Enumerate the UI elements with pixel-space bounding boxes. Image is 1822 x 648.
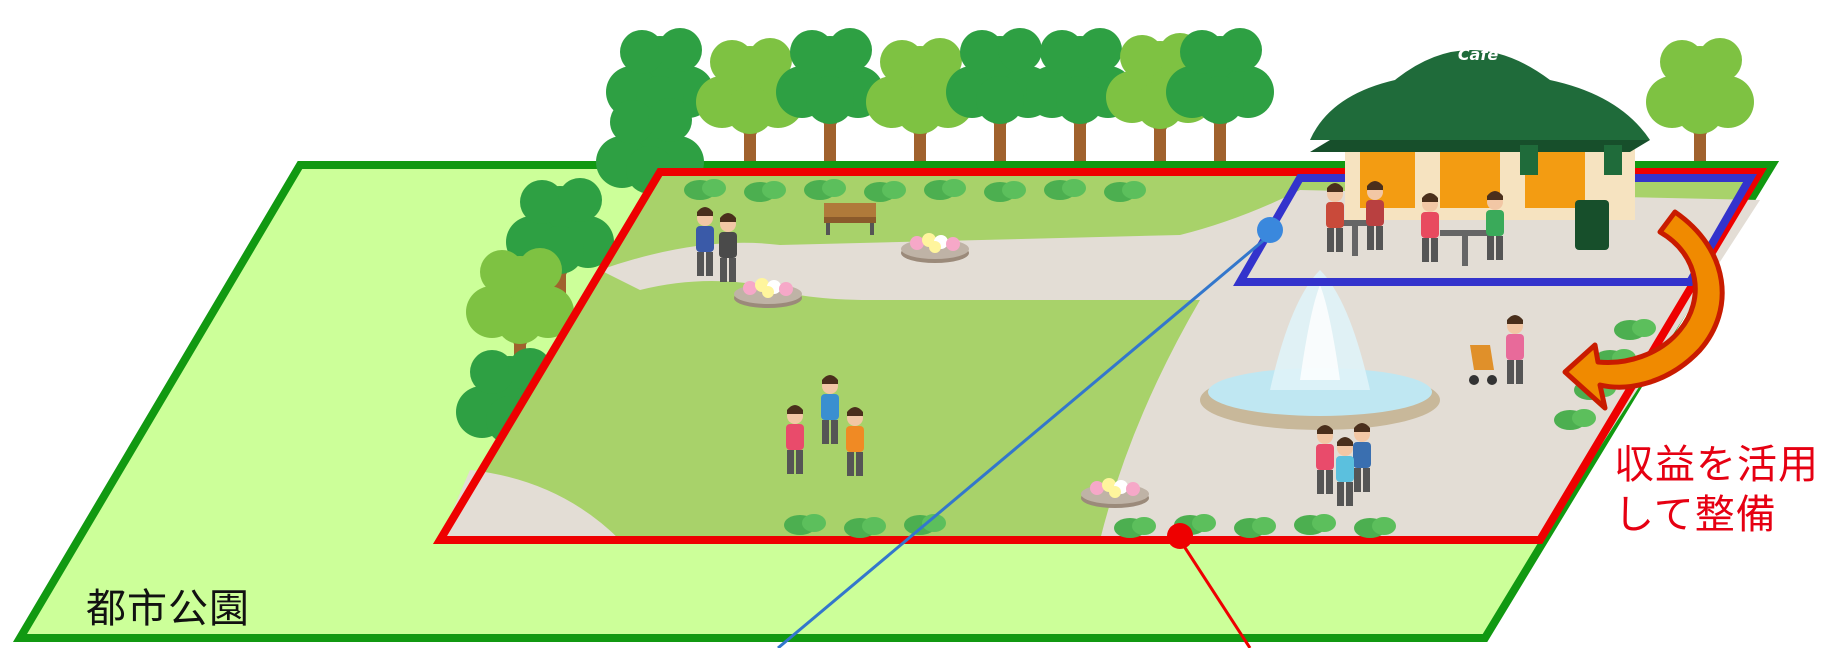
- callout-marker-red: [1167, 523, 1193, 549]
- curved-arrow-icon: [1562, 209, 1725, 411]
- tree-icon: [1166, 28, 1274, 180]
- revenue-note-line-1: 収益を活用: [1614, 442, 1819, 488]
- stroller-walker: [1469, 315, 1524, 385]
- callout-line-blue: [777, 233, 1271, 648]
- revenue-note: 収益を活用 して整備: [1614, 440, 1819, 540]
- callout-line-red: [1178, 539, 1252, 648]
- callout-marker-blue: [1257, 217, 1283, 243]
- cafe-sign: Cafe: [1458, 45, 1499, 64]
- revenue-note-line-2: して整備: [1614, 492, 1777, 538]
- designated-area: [432, 168, 1768, 544]
- bench-icon: [824, 203, 876, 235]
- cafe-building-icon: [1310, 50, 1650, 266]
- park-label: 都市公園: [86, 586, 250, 632]
- fountain-icon: [1200, 270, 1440, 430]
